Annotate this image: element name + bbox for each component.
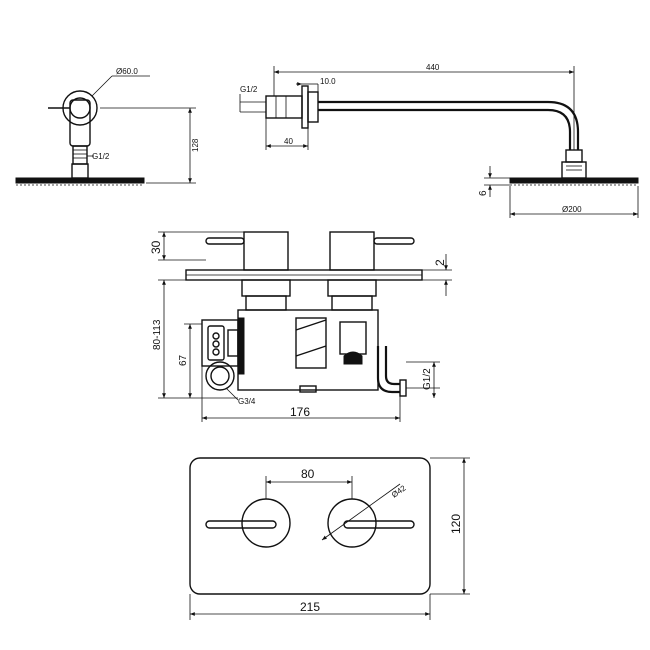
- inlet-height-label: 67: [178, 354, 189, 366]
- arm-depth-label: 40: [284, 137, 293, 146]
- faceplate-width-label: 215: [300, 600, 320, 614]
- plate-label: 2: [433, 259, 447, 266]
- valve-width-label: 176: [290, 405, 310, 419]
- head-diameter-small-label: Ø60.0: [116, 67, 138, 76]
- arm-thread-label: G1/2: [240, 85, 258, 94]
- knob-diameter-label: Ø42: [390, 483, 408, 499]
- head-thickness-label: 6: [478, 190, 489, 196]
- arm-length-label: 440: [426, 63, 440, 72]
- depth-range-label: 80-113: [152, 319, 163, 350]
- faceplate-view: Ø42 80 120 215: [189, 457, 470, 620]
- outlet-thread-label: G1/2: [422, 368, 433, 390]
- head-thread-label: G1/2: [92, 152, 110, 161]
- shower-arm-view: G1/2 440 10.0 40: [239, 63, 639, 218]
- shower-head-side-view: Ø60.0 G1/2 128: [15, 67, 200, 186]
- inlet-thread-label: G3/4: [238, 397, 256, 406]
- knob-spacing-label: 80: [301, 467, 315, 481]
- valve-body-view: G3/4 30 2 80-113 67 G1/2 1: [149, 231, 452, 422]
- flange-label: 10.0: [320, 77, 336, 86]
- head-diameter-label: Ø200: [562, 205, 582, 214]
- head-height-label: 128: [191, 138, 200, 152]
- faceplate-height-label: 120: [449, 514, 463, 534]
- handle-height-label: 30: [149, 240, 163, 254]
